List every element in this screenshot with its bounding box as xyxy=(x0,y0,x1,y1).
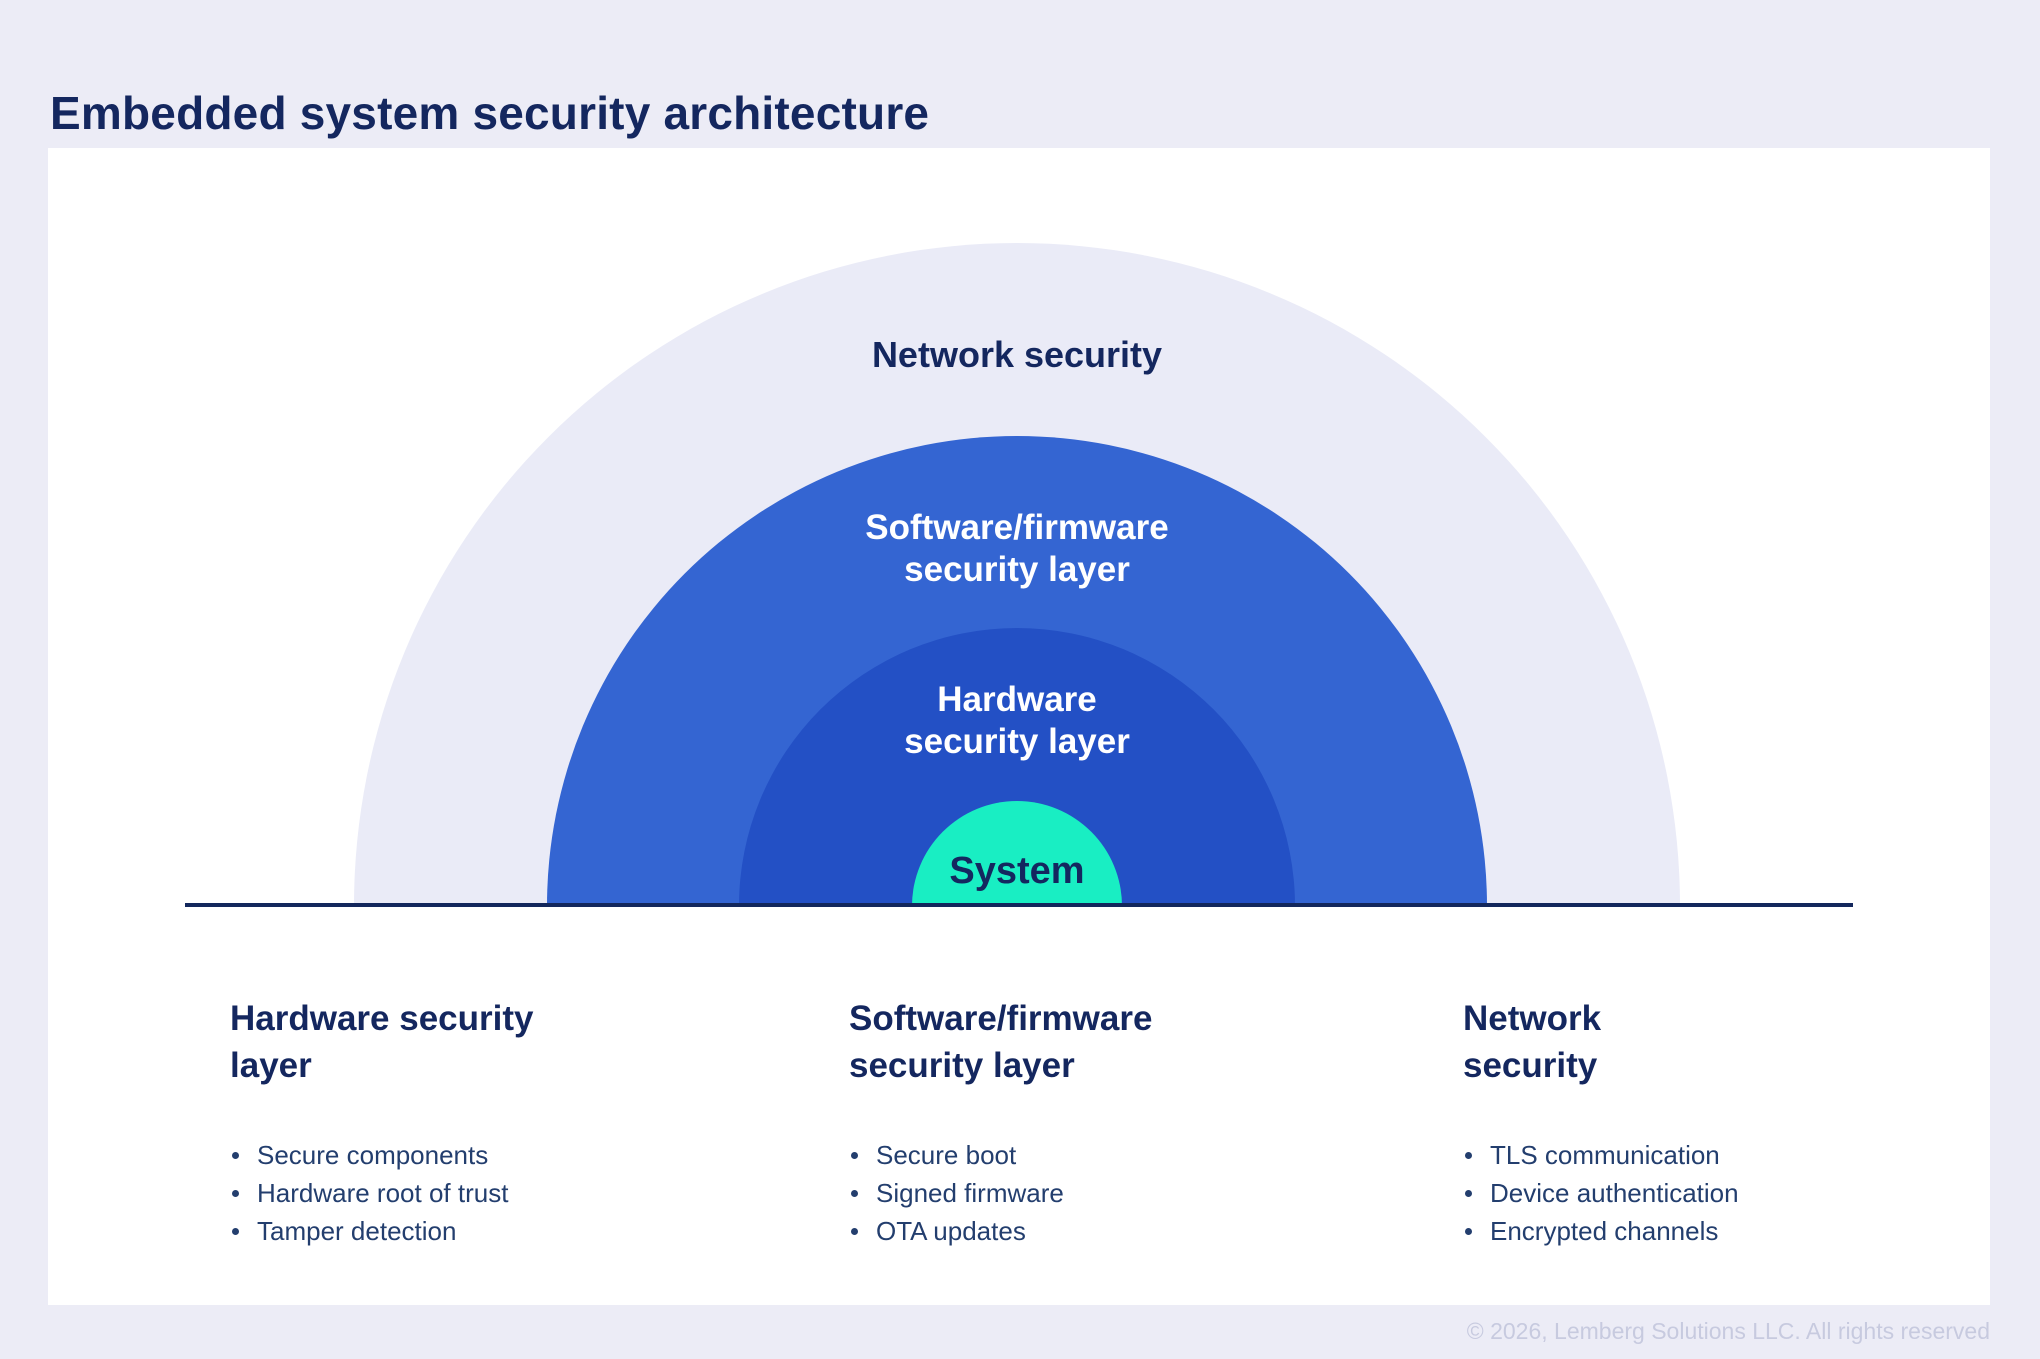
layer-network-security-label: Network security xyxy=(871,334,1163,375)
bullet-dot-icon xyxy=(1465,1189,1472,1197)
legend-list: Secure boot Signed firmware OTA updates xyxy=(849,1139,1064,1255)
list-item-label: Tamper detection xyxy=(257,1215,457,1246)
bullet-dot-icon xyxy=(851,1189,858,1197)
list-item: Encrypted channels xyxy=(1463,1215,1739,1246)
list-item: Hardware root of trust xyxy=(230,1177,509,1208)
bullet-dot-icon xyxy=(232,1189,239,1197)
legend-column-network: Network security TLS communication Devic… xyxy=(1463,995,1883,1246)
legend-heading: Network security xyxy=(1463,999,1602,1085)
bullet-dot-icon xyxy=(1465,1151,1472,1159)
bullet-dot-icon xyxy=(851,1227,858,1235)
legend-heading: Software/firmware security layer xyxy=(849,999,1153,1085)
bullet-dot-icon xyxy=(232,1151,239,1159)
baseline-divider xyxy=(185,903,1853,907)
layer-software-firmware-label: Software/firmware security layer xyxy=(865,508,1169,589)
list-item-label: TLS communication xyxy=(1490,1139,1720,1170)
list-item: OTA updates xyxy=(849,1215,1064,1246)
copyright-note: © 2026, Lemberg Solutions LLC. All right… xyxy=(1466,1318,1990,1344)
list-item: Secure boot xyxy=(849,1139,1064,1170)
list-item: Signed firmware xyxy=(849,1177,1064,1208)
list-item-label: Secure boot xyxy=(876,1139,1017,1170)
layer-hardware-security-label: Hardware security layer xyxy=(904,680,1130,761)
list-item-label: Encrypted channels xyxy=(1490,1215,1719,1246)
list-item-label: Signed firmware xyxy=(876,1177,1064,1208)
legend-column-software: Software/firmware security layer Secure … xyxy=(849,995,1269,1246)
list-item-label: OTA updates xyxy=(876,1215,1026,1246)
page-title: Embedded system security architecture xyxy=(50,86,930,139)
list-item: Device authentication xyxy=(1463,1177,1739,1208)
legend-list: Secure components Hardware root of trust… xyxy=(230,1139,509,1255)
legend-heading: Hardware security layer xyxy=(230,999,534,1085)
list-item: Tamper detection xyxy=(230,1215,508,1246)
layer-system-label: System xyxy=(949,850,1085,892)
bullet-dot-icon xyxy=(232,1227,239,1235)
legend-column-hardware: Hardware security layer Secure component… xyxy=(230,995,650,1246)
bullet-dot-icon xyxy=(851,1151,858,1159)
list-item-label: Hardware root of trust xyxy=(257,1177,509,1208)
bullet-dot-icon xyxy=(1465,1227,1472,1235)
legend-list: TLS communication Device authentication … xyxy=(1463,1139,1739,1255)
list-item-label: Device authentication xyxy=(1490,1177,1739,1208)
list-item: Secure components xyxy=(230,1139,508,1170)
list-item-label: Secure components xyxy=(257,1139,489,1170)
list-item: TLS communication xyxy=(1463,1139,1739,1170)
